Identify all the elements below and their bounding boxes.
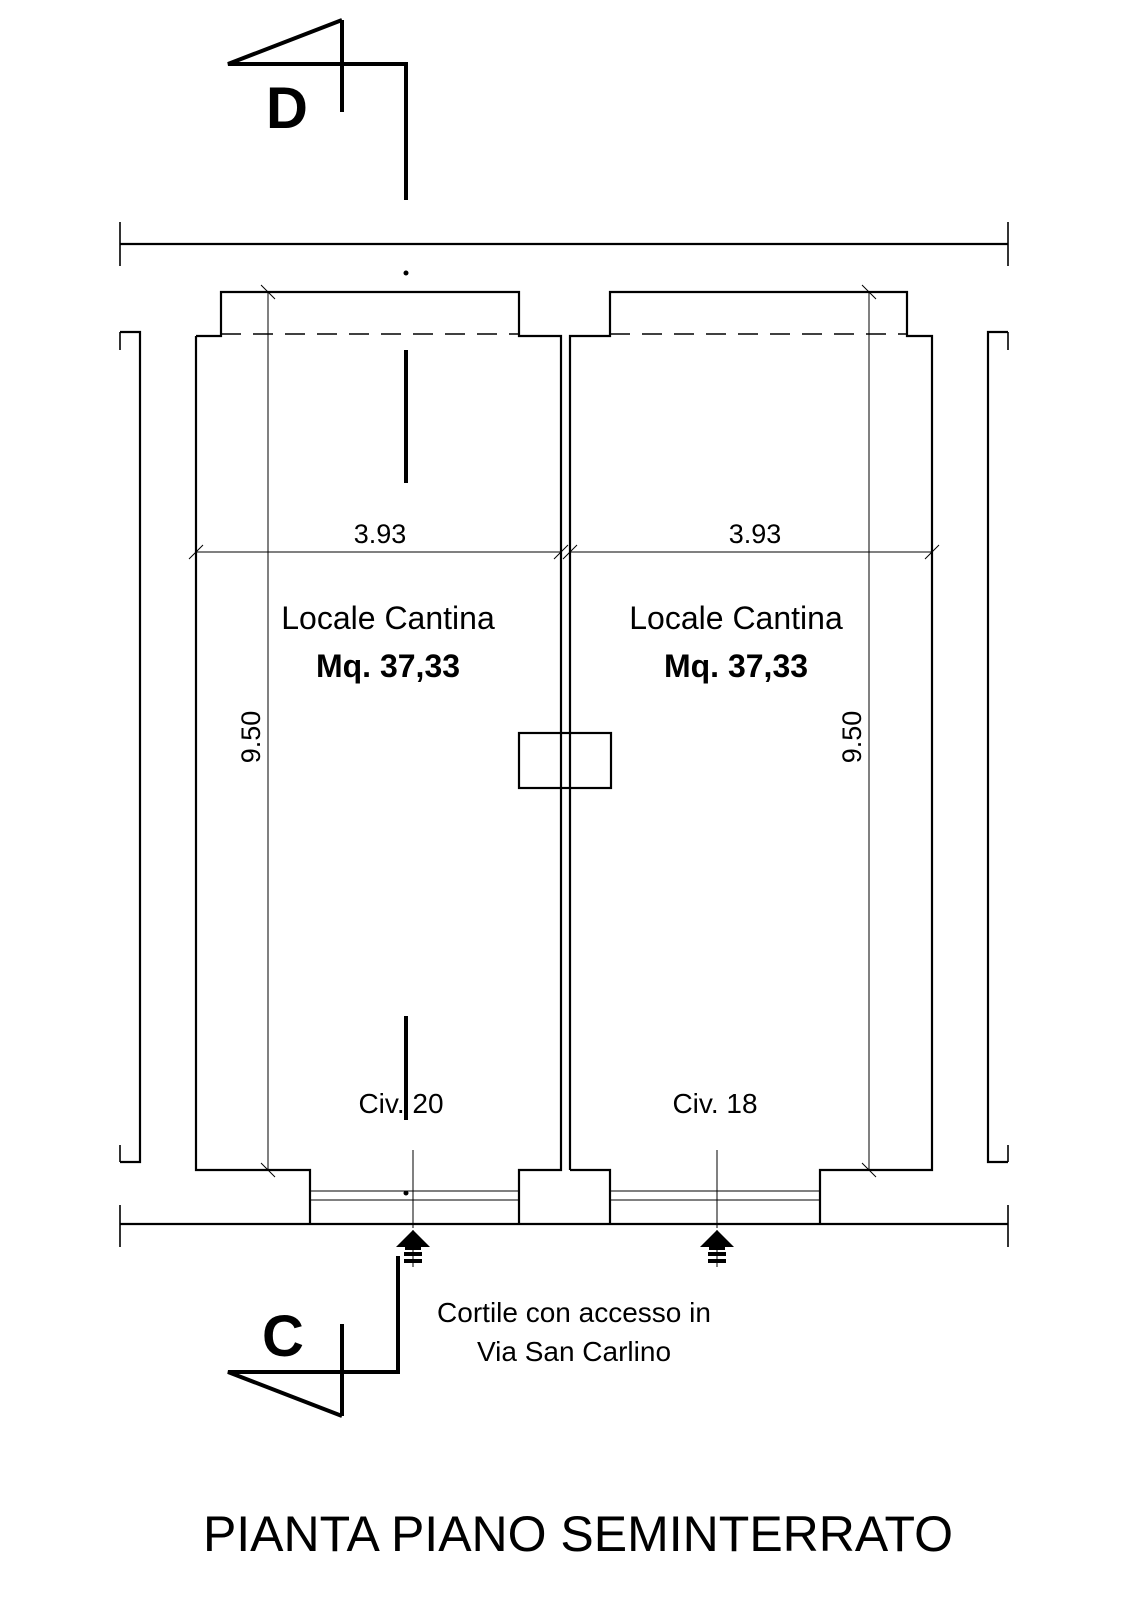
entrance-arrow-icon [700, 1230, 734, 1267]
outer-walls [119, 222, 1009, 1247]
section-cut-line [227, 18, 409, 1418]
section-marker-top: D [266, 76, 308, 141]
room-left-name: Locale Cantina [281, 600, 495, 636]
room-left-walls [194, 290, 563, 1224]
room-left-entrance: Civ. 20 [358, 1088, 443, 1119]
room-right-area: Mq. 37,33 [664, 648, 808, 684]
room-left-height: 9.50 [236, 711, 266, 764]
room-left-area: Mq. 37,33 [316, 648, 460, 684]
dimension-lines [188, 284, 940, 1178]
room-left-width: 3.93 [354, 519, 407, 549]
room-right-name: Locale Cantina [629, 600, 843, 636]
drawing-title: PIANTA PIANO SEMINTERRATO [203, 1506, 953, 1562]
access-note-line2: Via San Carlino [477, 1336, 671, 1367]
access-note-line1: Cortile con accesso in [437, 1297, 711, 1328]
room-right-width: 3.93 [729, 519, 782, 549]
entrance-arrow-icon [396, 1230, 430, 1267]
section-marker-bottom: C [262, 1304, 304, 1369]
room-right-entrance: Civ. 18 [672, 1088, 757, 1119]
pillar [517, 731, 613, 790]
room-right-walls [568, 290, 934, 1224]
room-right-height: 9.50 [837, 711, 867, 764]
